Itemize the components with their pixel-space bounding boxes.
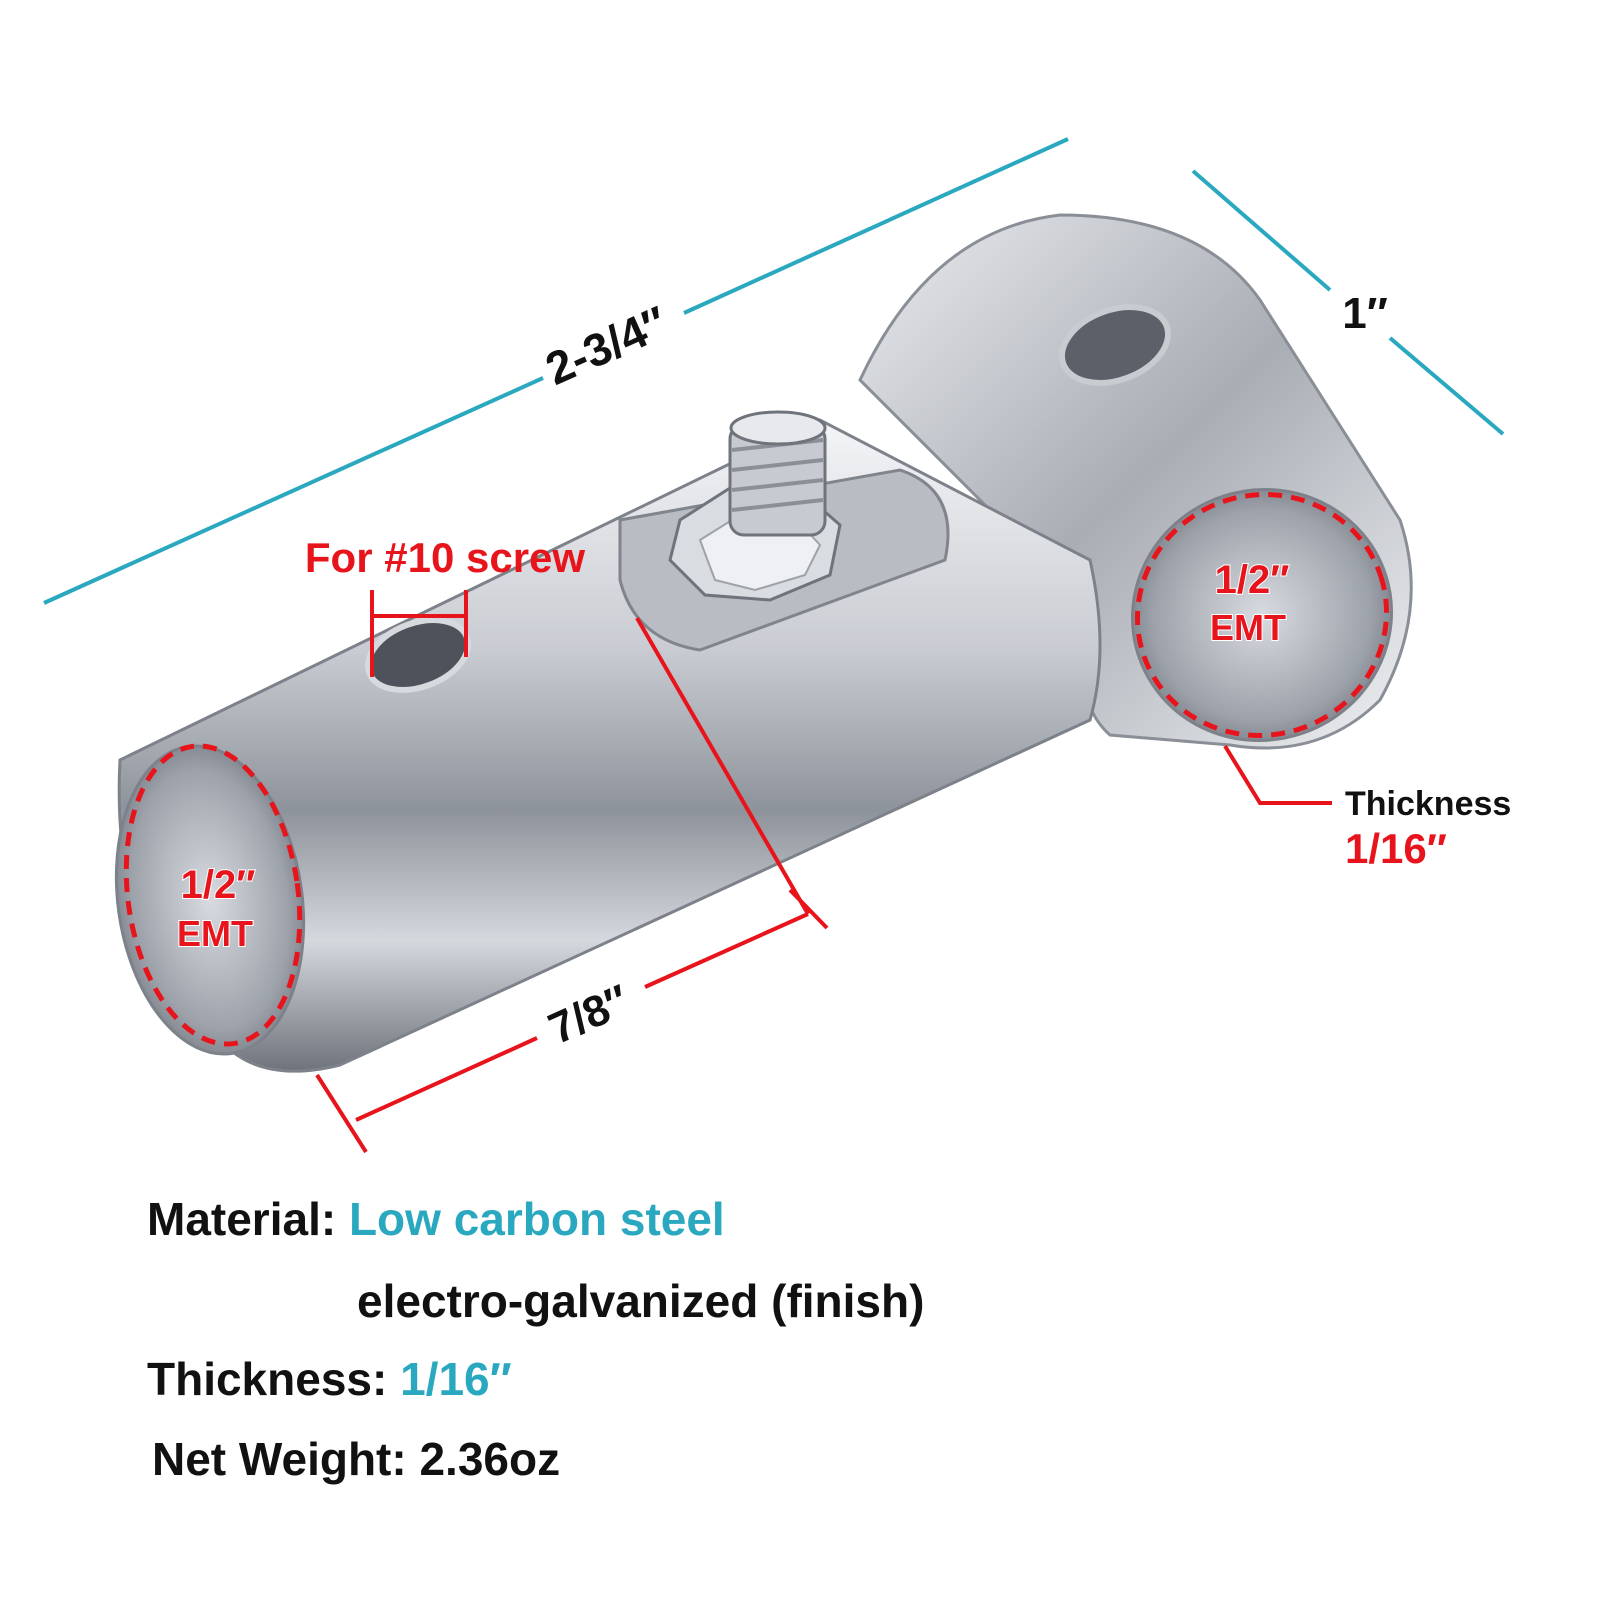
pipe-fitting-illustration bbox=[114, 213, 1413, 1073]
material-value: Low carbon steel bbox=[348, 1193, 725, 1245]
weight-value: 2.36oz bbox=[419, 1433, 561, 1485]
screw-hole-callout: For #10 screw bbox=[305, 534, 585, 677]
wall-thickness-label: Thickness bbox=[1345, 785, 1511, 823]
depth-label: 1″ bbox=[1342, 289, 1388, 338]
thickness-label: Thickness: bbox=[147, 1353, 388, 1405]
weight-label: Net Weight: bbox=[152, 1433, 407, 1485]
left-opening-callout: 1/2″ EMT bbox=[123, 743, 303, 1047]
depth-dimension: 1″ bbox=[1191, 169, 1505, 436]
right-opening-type: EMT bbox=[1210, 607, 1286, 648]
thickness-spec: Thickness: 1/16″ bbox=[147, 1352, 512, 1406]
wall-thickness-value: 1/16″ bbox=[1345, 825, 1447, 872]
hole-spacing-dimension: 7/8″ bbox=[315, 616, 829, 1154]
weight-spec: Net Weight: 2.36oz bbox=[152, 1432, 560, 1486]
material-spec: Material: Low carbon steel bbox=[147, 1192, 725, 1246]
right-opening-callout: 1/2″ EMT bbox=[1134, 492, 1390, 738]
finish-spec: electro-galvanized (finish) bbox=[357, 1275, 925, 1327]
wall-thickness-callout: Thickness 1/16″ bbox=[1223, 744, 1511, 872]
material-label: Material: bbox=[147, 1193, 337, 1245]
left-opening-type: EMT bbox=[177, 913, 253, 954]
thickness-value: 1/16″ bbox=[400, 1353, 512, 1405]
length-label: 2-3/4″ bbox=[538, 296, 675, 395]
hole-spacing-label: 7/8″ bbox=[542, 976, 637, 1054]
screw-hole-label: For #10 screw bbox=[305, 534, 585, 581]
right-opening-size: 1/2″ bbox=[1215, 558, 1290, 602]
left-opening-size: 1/2″ bbox=[181, 863, 256, 907]
